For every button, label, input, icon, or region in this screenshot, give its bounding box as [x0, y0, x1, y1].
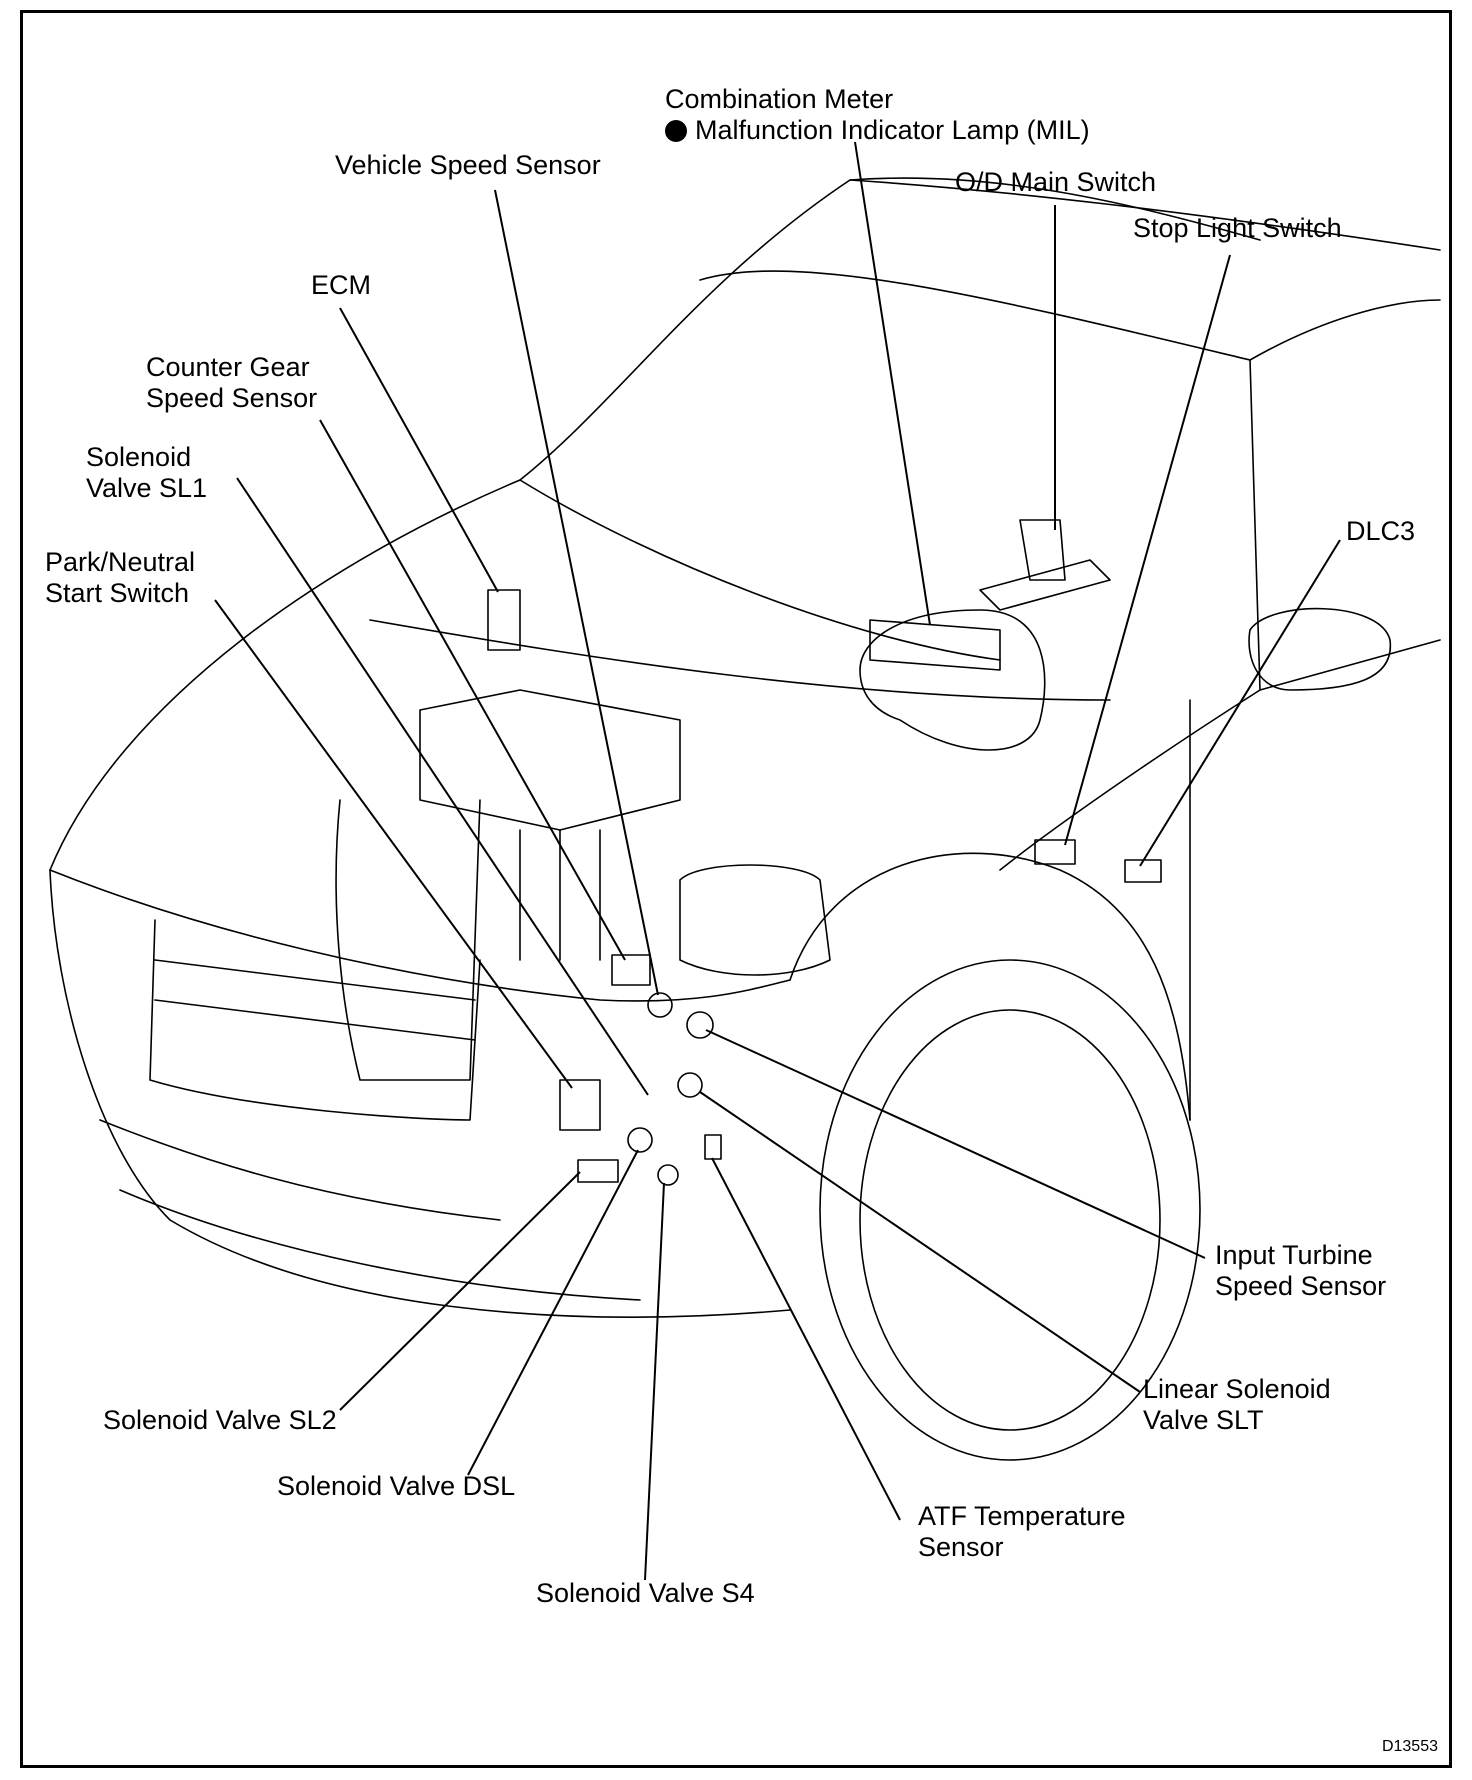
grille-slat-2 — [154, 999, 476, 1041]
label-atf-temperature-sensor: ATF Temperature Sensor — [918, 1501, 1126, 1562]
pn-switch-part — [559, 1079, 601, 1131]
hood-outline — [49, 177, 1261, 871]
bumper-lower — [119, 1189, 641, 1301]
wheel-inner — [859, 1009, 1161, 1431]
label-solenoid-valve-sl2: Solenoid Valve SL2 — [103, 1405, 337, 1435]
s4-part — [657, 1164, 679, 1186]
leader-sl1 — [236, 477, 649, 1096]
label-linear-solenoid-valve-slt: Linear Solenoid Valve SLT — [1143, 1374, 1331, 1435]
dlc3-part — [1124, 859, 1162, 883]
hood-crease — [519, 479, 1001, 661]
fender-front — [789, 852, 1191, 1121]
sl2-part — [577, 1159, 619, 1183]
air-box — [679, 864, 831, 976]
engine-body — [335, 799, 481, 1081]
leader-atf — [711, 1157, 901, 1521]
bumper-vent — [99, 1119, 501, 1221]
label-ecm: ECM — [311, 270, 371, 300]
label-od-main-switch: O/D Main Switch — [955, 167, 1157, 197]
label-stop-light-switch: Stop Light Switch — [1133, 213, 1342, 243]
leader-linear-slt — [699, 1091, 1141, 1393]
leader-dlc3 — [1139, 539, 1341, 867]
windshield-outline — [699, 270, 1261, 871]
intake — [519, 829, 601, 961]
atf-sensor-part — [704, 1134, 722, 1160]
shift-gate — [979, 559, 1111, 611]
mirror — [1248, 607, 1392, 691]
counter-gear-sensor-part — [611, 954, 651, 986]
vehicle-speed-sensor-part — [647, 992, 673, 1018]
leader-stop-light-switch — [1064, 254, 1231, 846]
input-turbine-sensor-part — [686, 1011, 714, 1039]
diagram-frame — [20, 10, 1452, 1768]
dsl-part — [627, 1127, 653, 1153]
ecm-box — [487, 589, 521, 651]
linear-slt-part — [677, 1072, 703, 1098]
leader-counter-gear — [319, 419, 626, 961]
engine-cover — [419, 689, 681, 831]
label-solenoid-valve-dsl: Solenoid Valve DSL — [277, 1471, 516, 1501]
stop-light-switch-part — [1034, 839, 1076, 865]
grille-slat-1 — [154, 959, 476, 1001]
bumper-top — [49, 869, 791, 1002]
meter-plug — [869, 619, 1001, 671]
bullet-icon — [665, 120, 687, 142]
bumper-front — [49, 869, 791, 1318]
leader-combination-meter — [854, 141, 931, 626]
label-dlc3: DLC3 — [1346, 516, 1416, 546]
cowl-line — [369, 619, 1111, 701]
label-counter-gear-speed-sensor: Counter Gear Speed Sensor — [146, 352, 318, 413]
label-vehicle-speed-sensor: Vehicle Speed Sensor — [335, 150, 601, 180]
leader-input-turbine — [705, 1029, 1206, 1259]
leader-s4 — [644, 1182, 665, 1581]
figure-code: D13553 — [1381, 1738, 1438, 1755]
grille-outline — [149, 919, 481, 1121]
leader-vehicle-speed-sensor — [494, 189, 659, 996]
door-line — [1259, 639, 1441, 691]
shift-lever — [1019, 519, 1066, 581]
label-combination-meter: Combination Meter Malfunction Indicator … — [665, 84, 1090, 145]
label-park-neutral-start-switch: Park/Neutral Start Switch — [45, 547, 196, 608]
label-solenoid-valve-sl1: Solenoid Valve SL1 — [86, 442, 208, 503]
label-solenoid-valve-s4: Solenoid Valve S4 — [536, 1578, 755, 1608]
leader-dsl — [467, 1149, 639, 1476]
roof-line — [849, 179, 1441, 251]
label-input-turbine-speed-sensor: Input Turbine Speed Sensor — [1215, 1240, 1387, 1301]
meter-body — [859, 609, 1046, 751]
leader-sl2 — [339, 1171, 581, 1411]
leader-ecm — [339, 307, 499, 593]
leader-pn-switch — [214, 599, 573, 1089]
wheel-outer — [819, 959, 1201, 1461]
a-pillar — [1249, 299, 1441, 361]
